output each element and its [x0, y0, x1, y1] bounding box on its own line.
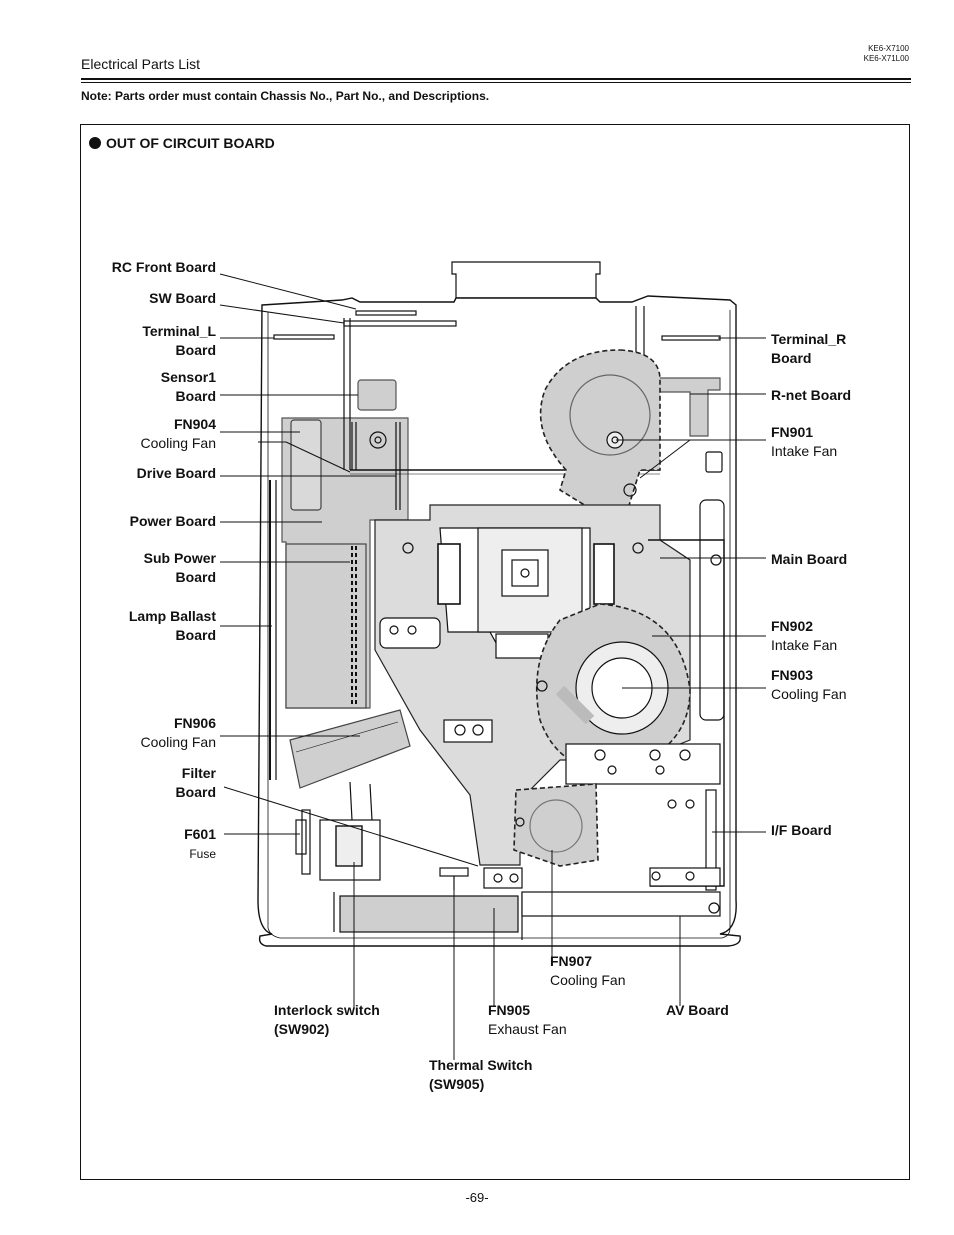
sensor1-board — [357, 379, 397, 411]
av-board — [521, 891, 721, 917]
lens-housing — [451, 261, 601, 299]
label-power-board: Power Board — [129, 513, 216, 529]
filter-board — [483, 867, 523, 889]
rc-front-board — [355, 310, 417, 316]
sub-power-board — [285, 543, 367, 709]
label-rc-front-board: RC Front Board — [111, 259, 216, 275]
interlock-switch — [335, 825, 363, 867]
leader-lines — [219, 273, 766, 1060]
page-number: -69- — [465, 1190, 489, 1205]
model-number: KE6-X7100 — [868, 44, 909, 53]
terminal-r-board — [661, 335, 721, 341]
model-numbers: KE6-X7100 KE6-X71L00 — [864, 44, 909, 64]
fn907-cooling-fan — [513, 783, 599, 867]
header-rule-thin — [81, 82, 911, 83]
label-drive-board: Drive Board — [136, 465, 216, 481]
sw-board — [343, 320, 457, 327]
fuse — [295, 819, 307, 855]
label-main-board: Main Board — [771, 551, 848, 567]
section-title: OUT OF CIRCUIT BOARD — [89, 135, 275, 151]
terminal-l-board — [273, 334, 335, 340]
section-title-text: OUT OF CIRCUIT BOARD — [106, 135, 275, 151]
label-rnet-board: R-net Board — [771, 387, 852, 403]
label-thermal-switch: Thermal Switch(SW905) — [429, 1057, 533, 1092]
if-board — [705, 789, 717, 891]
order-note: Note: Parts order must contain Chassis N… — [81, 89, 490, 103]
fn905-exhaust-fan — [339, 895, 519, 933]
label-av-board: AV Board — [666, 1002, 729, 1018]
label-interlock-switch: Interlock switch(SW902) — [274, 1002, 380, 1037]
fn906-cooling-fan — [289, 709, 411, 789]
header-rule — [81, 78, 911, 80]
label-sw-board: SW Board — [149, 290, 216, 306]
diagram-frame — [80, 124, 910, 1180]
label-if-board: I/F Board — [771, 822, 832, 838]
thermal-switch — [439, 867, 469, 877]
header-title: Electrical Parts List — [81, 56, 201, 72]
rnet-board — [647, 377, 721, 437]
bullet-icon — [89, 137, 101, 149]
model-number: KE6-X71L00 — [863, 54, 909, 63]
